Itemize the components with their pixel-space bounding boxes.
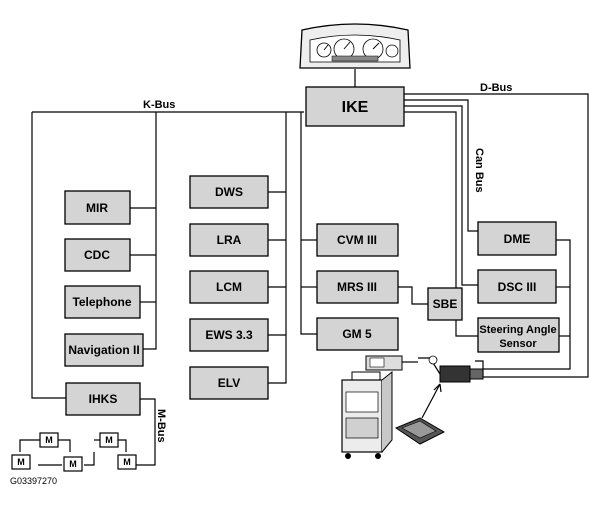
handheld-tester-icon — [394, 383, 446, 445]
module-ike: IKE — [305, 86, 405, 127]
lcm-label: LCM — [216, 280, 242, 294]
motor-label: M — [105, 435, 113, 445]
module-dsc: DSC III — [477, 269, 557, 304]
dws-label: DWS — [215, 185, 243, 199]
m-bus-line — [136, 398, 156, 466]
motor-label: M — [17, 457, 25, 467]
module-navigation: Navigation II — [64, 333, 144, 367]
lra-label: LRA — [217, 233, 242, 247]
module-mir: MIR — [64, 190, 131, 225]
module-cdc: CDC — [64, 238, 131, 272]
k-bus-right-spine — [300, 112, 317, 335]
module-lcm: LCM — [189, 270, 269, 304]
ihks-label: IHKS — [89, 392, 118, 406]
motor-4: M — [63, 456, 83, 472]
ews-label: EWS 3.3 — [205, 328, 253, 342]
ike-label: IKE — [342, 99, 369, 116]
module-lra: LRA — [189, 223, 269, 257]
steering-label-line2: Sensor — [499, 338, 537, 350]
dsc-label: DSC III — [498, 280, 537, 294]
dme-label: DME — [504, 232, 531, 246]
navigation-label: Navigation II — [68, 343, 139, 357]
motor-3: M — [11, 454, 31, 470]
motor-label: M — [69, 459, 77, 469]
diagnostic-cart-icon — [341, 355, 418, 459]
module-ihks: IHKS — [65, 382, 141, 416]
steering-label-line1: Steering Angle — [479, 324, 556, 336]
can-bus-line-2 — [404, 105, 478, 286]
cdc-label: CDC — [84, 248, 110, 262]
module-sbe: SBE — [427, 287, 463, 321]
can-bus-line-1 — [404, 99, 478, 232]
can-bus-label: Can Bus — [473, 148, 485, 193]
gm-label: GM 5 — [342, 327, 372, 341]
m-bus-label: M-Bus — [155, 409, 167, 443]
module-mrs: MRS III — [316, 270, 399, 304]
module-telephone: Telephone — [64, 285, 141, 319]
diagnostic-connector-icon — [418, 355, 484, 383]
figure-id: G03397270 — [10, 476, 57, 486]
module-dws: DWS — [189, 175, 269, 209]
elv-label: ELV — [218, 376, 240, 390]
motor-2: M — [99, 432, 119, 448]
mir-label: MIR — [86, 201, 108, 215]
module-ews: EWS 3.3 — [189, 318, 269, 352]
d-bus-line — [404, 93, 589, 378]
ihks-spine — [31, 112, 66, 399]
left-group-spine — [143, 112, 157, 350]
can-bus-line-3 — [404, 111, 478, 337]
module-dme: DME — [477, 221, 557, 256]
module-cvm: CVM III — [316, 223, 399, 257]
telephone-label: Telephone — [72, 295, 131, 309]
module-gm: GM 5 — [316, 317, 399, 351]
motor-label: M — [45, 435, 53, 445]
motor-1: M — [39, 432, 59, 448]
instrument-cluster-icon — [299, 23, 411, 69]
connection-lines — [19, 69, 589, 466]
k-bus-label: K-Bus — [143, 99, 175, 111]
cvm-label: CVM III — [337, 233, 377, 247]
d-bus-label: D-Bus — [480, 82, 512, 94]
motor-label: M — [123, 457, 131, 467]
mrs-label: MRS III — [337, 280, 377, 294]
module-steering-angle-sensor: Steering Angle Sensor — [477, 317, 560, 353]
motor-5: M — [117, 454, 137, 470]
sbe-label: SBE — [433, 297, 458, 311]
module-elv: ELV — [189, 366, 269, 400]
middle-group-spine — [268, 112, 287, 384]
